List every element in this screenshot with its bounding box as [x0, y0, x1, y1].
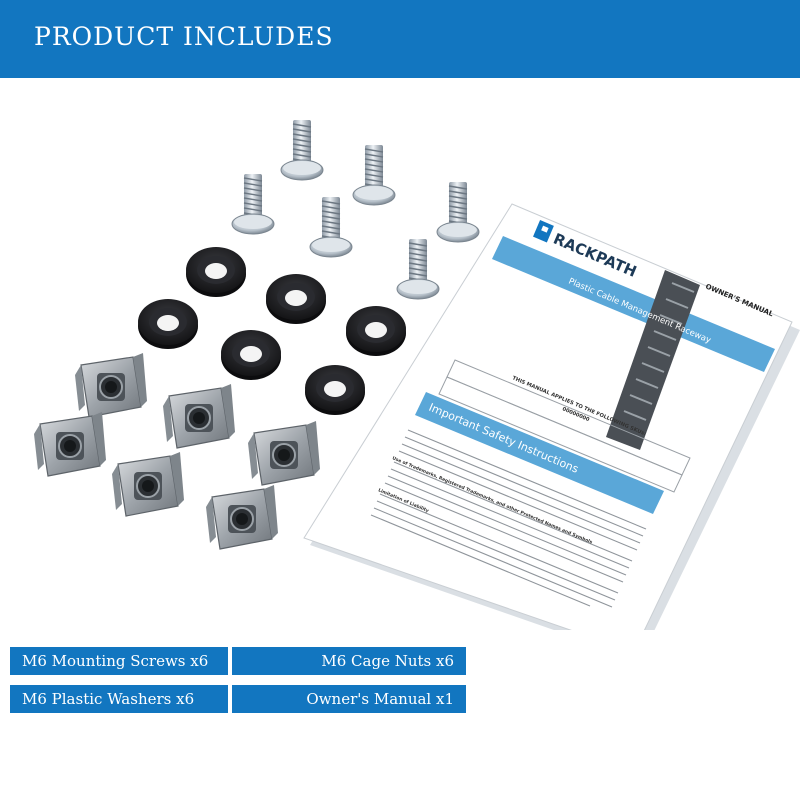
- label-cage-nuts: M6 Cage Nuts x6: [232, 647, 466, 675]
- cable-raceway-icon: [606, 270, 700, 450]
- plastic-washers: [138, 247, 406, 415]
- rackpath-logo-icon: [533, 220, 554, 243]
- cage-nuts: [33, 352, 321, 550]
- mounting-screws: [231, 119, 480, 300]
- page-title: PRODUCT INCLUDES: [34, 22, 334, 51]
- owners-manual: RACKPATH OWNER'S MANUAL Plastic Cable Ma…: [303, 203, 800, 630]
- product-photo: RACKPATH OWNER'S MANUAL Plastic Cable Ma…: [33, 119, 800, 630]
- label-plastic-washers: M6 Plastic Washers x6: [10, 685, 228, 713]
- header-banner: PRODUCT INCLUDES: [0, 0, 800, 78]
- label-owners-manual: Owner's Manual x1: [232, 685, 466, 713]
- label-mounting-screws: M6 Mounting Screws x6: [10, 647, 228, 675]
